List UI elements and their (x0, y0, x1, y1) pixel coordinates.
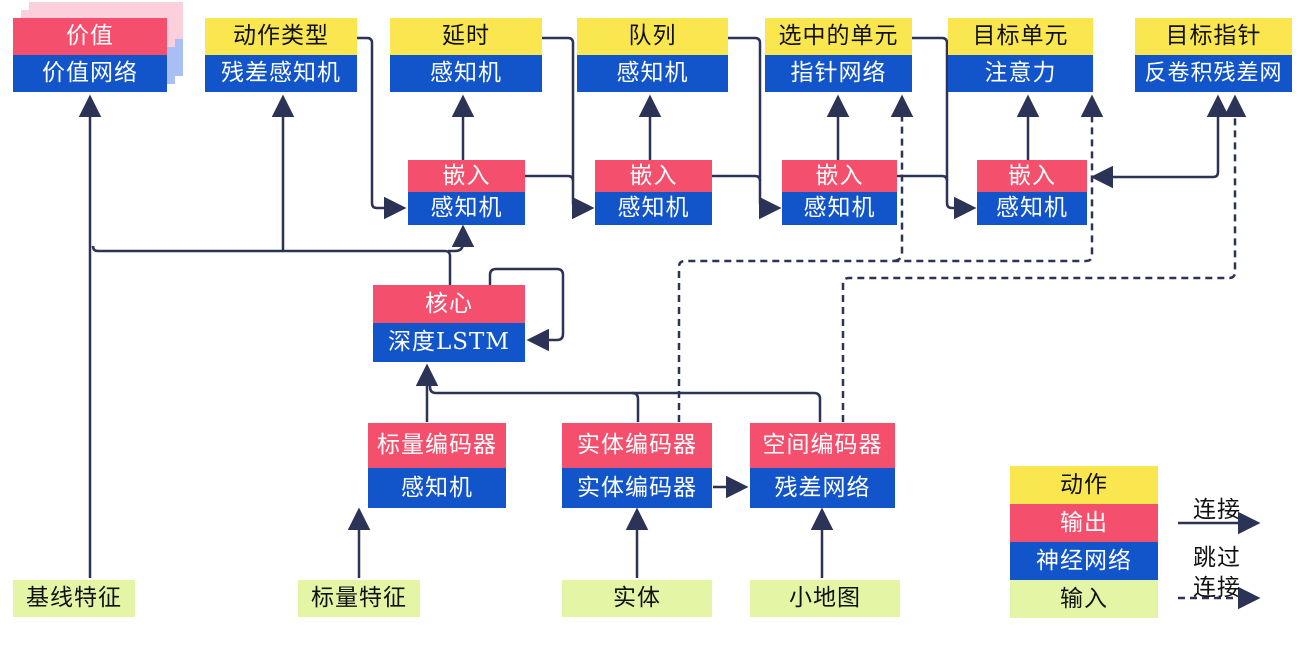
edge-embed-1-out-merge (525, 174, 575, 182)
edge-skip-branch-to-selected-units (890, 94, 914, 263)
edge-spatial-encoder-skip-to-target-point (841, 94, 1247, 422)
edge-embed-2-out-merge (712, 174, 762, 182)
edge-spatial-encoder-merge (428, 383, 822, 422)
edge-core-to-embed-1 (448, 224, 475, 253)
legend-skip-connection-label-line1: 跳过 (1193, 545, 1241, 571)
edge-queue-to-embed-3 (728, 36, 782, 220)
edge-core-out-merge (91, 245, 452, 285)
edge-embed-3-out-merge (897, 174, 949, 182)
edge-entity-encoder-skip-to-target-unit (677, 94, 1104, 422)
legend-skip-connection-label-line2: 连接 (1193, 575, 1241, 601)
edge-embed-4-fork-target-point (1090, 94, 1230, 189)
edge-entity-encoder-merge (631, 391, 640, 422)
edge-core-self-loop (488, 267, 565, 352)
edge-selected-units-to-embed-4 (912, 36, 977, 220)
legend-solid-connection-label: 连接 (1193, 497, 1241, 523)
edge-delay-to-embed-2 (542, 36, 595, 220)
edge-action-type-to-embed-1 (357, 36, 407, 220)
